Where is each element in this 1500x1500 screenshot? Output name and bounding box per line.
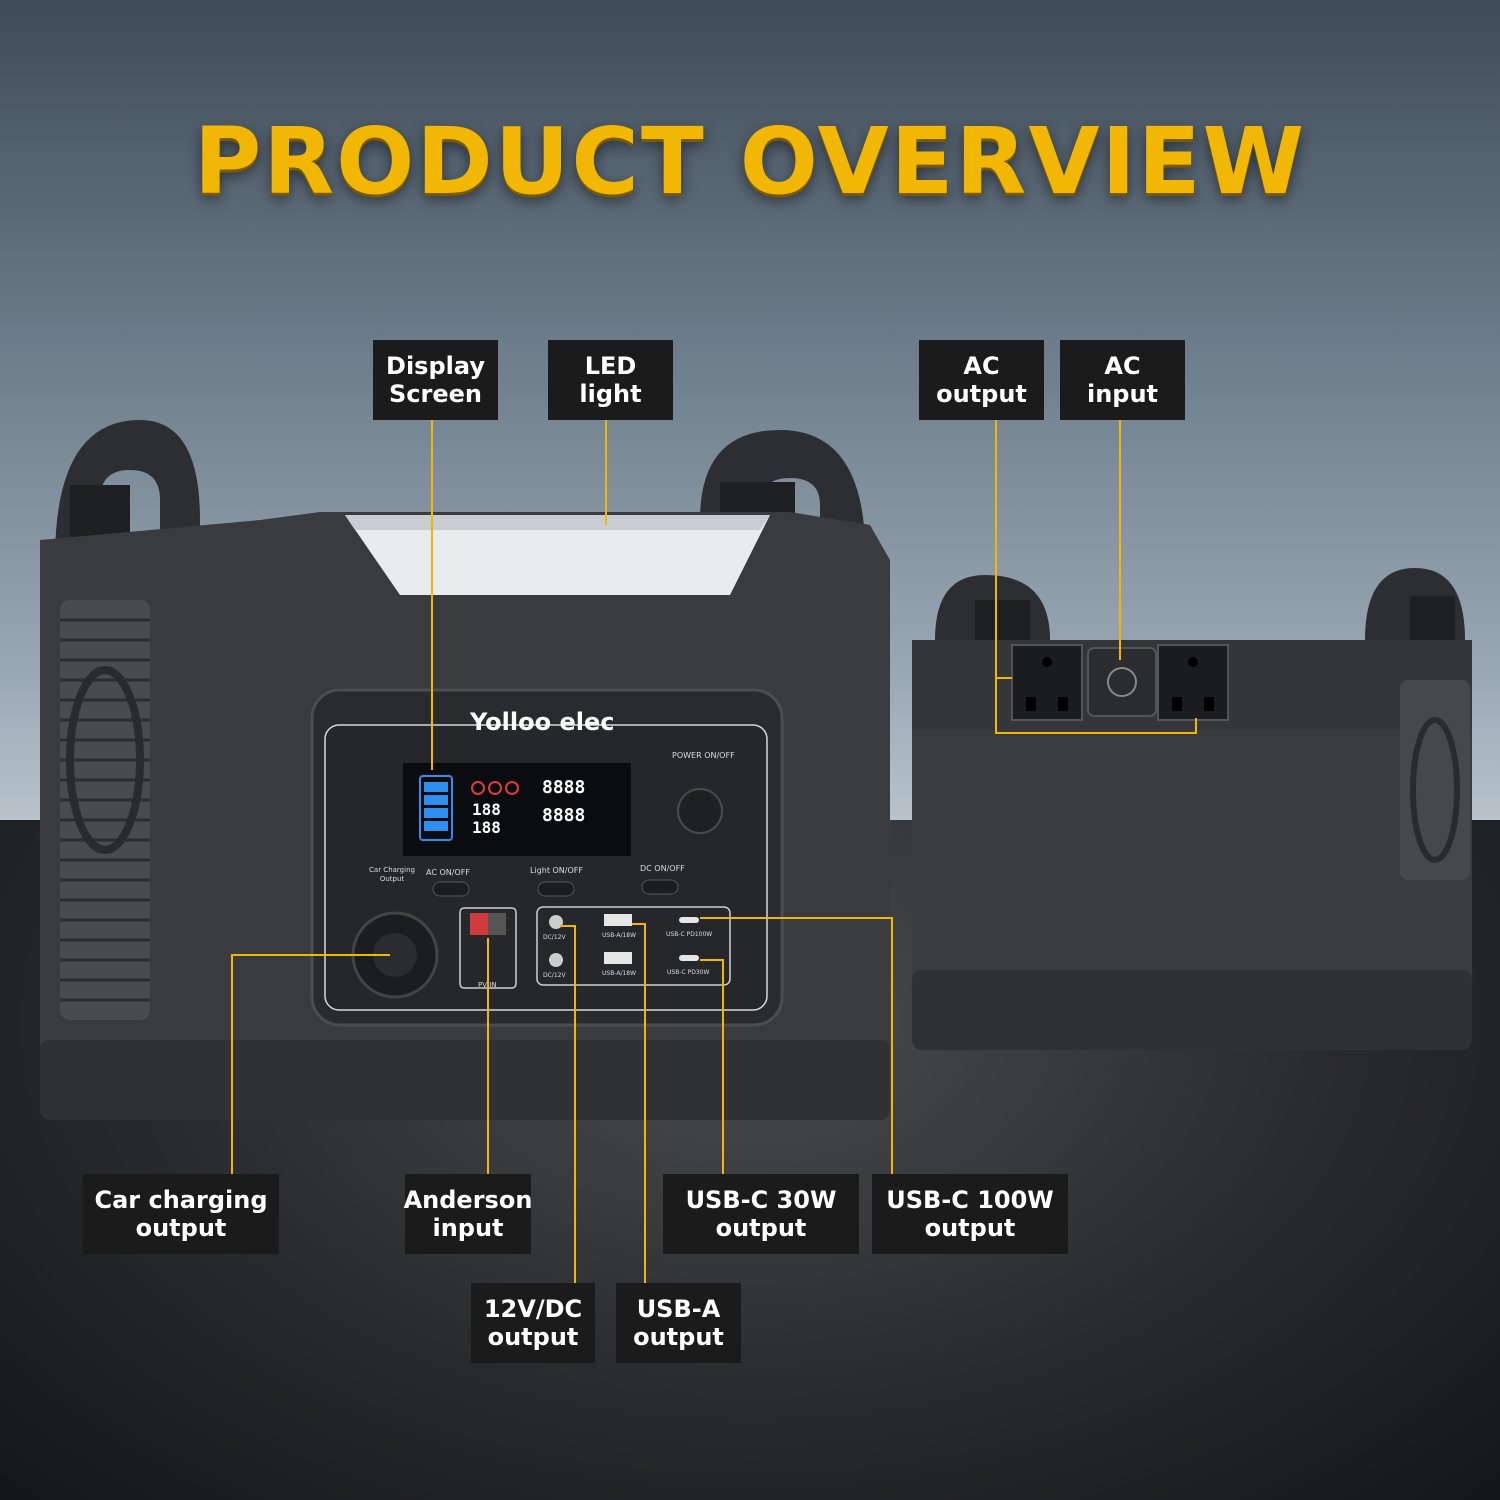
label-display-screen: Display Screen [373,340,498,420]
lcd-input-readout: 8888 [542,777,586,798]
power-button-label: POWER ON/OFF [672,751,735,760]
page-title: PRODUCT OVERVIEW [193,108,1307,215]
usbc-30-port-label: USB-C PD30W [667,969,710,976]
label-car-charging-output: Car charging output [83,1174,279,1254]
label-usba-output: USB-A output [616,1283,741,1363]
label-usbc-30w-output: USB-C 30W output [663,1174,859,1254]
main-power-station [40,420,890,1120]
light-button-label[interactable]: Light ON/OFF [530,866,583,875]
usba-port-label-1: USB-A/18W [602,932,637,939]
dc12-port-label-1: DC/12V [543,934,566,941]
label-12v-dc-output: 12V/DC output [471,1283,595,1363]
lcd-percent-1: 188 [472,800,501,819]
label-led-light: LED light [548,340,673,420]
label-ac-output: AC output [919,340,1044,420]
callout-lines [231,420,1197,1283]
label-usbc-100w-output: USB-C 100W output [872,1174,1068,1254]
lcd-output-readout: 8888 [542,805,586,826]
car-charging-output-label: Car Charging Output [369,866,415,883]
dc12-port-label-2: DC/12V [543,972,566,979]
rear-power-station [912,568,1472,1050]
label-ac-input: AC input [1060,340,1185,420]
pv-in-label: PV IN [478,981,497,989]
brand-logo: Yolloo elec [470,708,615,736]
usbc-100-port-label: USB-C PD100W [666,931,713,938]
ac-button-label[interactable]: AC ON/OFF [426,868,470,877]
usba-port-label-2: USB-A/18W [602,970,637,977]
label-anderson-input: Anderson input [404,1174,532,1254]
lcd-percent-2: 188 [472,818,501,837]
dc-button-label[interactable]: DC ON/OFF [640,864,685,873]
